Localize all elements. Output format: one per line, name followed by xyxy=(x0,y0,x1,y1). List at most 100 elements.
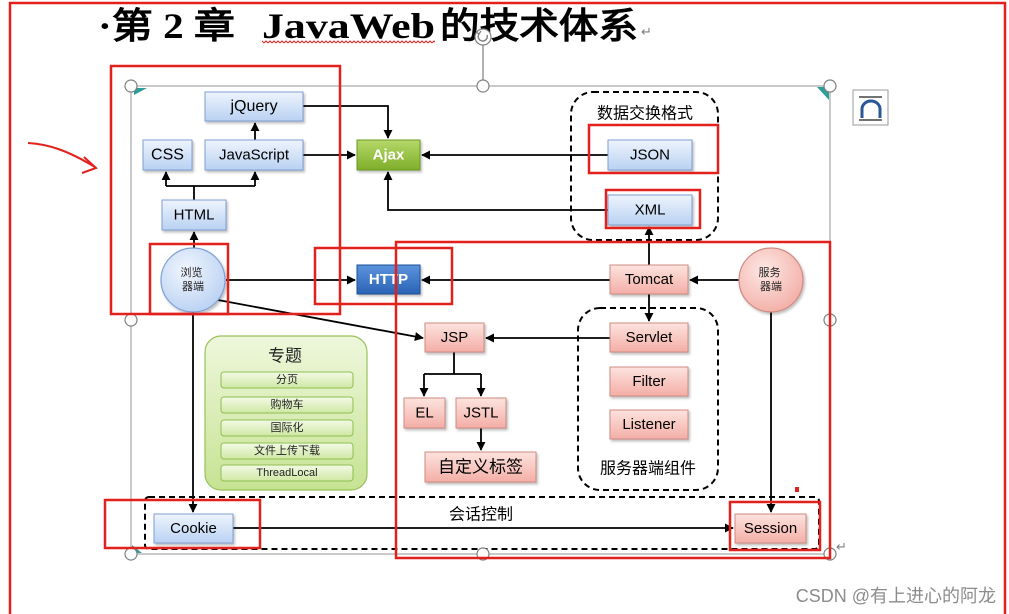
custom-tag-node: 自定义标签 xyxy=(424,451,537,483)
annotation-arrow-head xyxy=(81,156,98,174)
heading-javaweb: JavaWeb xyxy=(262,6,435,46)
session-label: Session xyxy=(744,520,797,537)
resize-handle-top-right[interactable] xyxy=(823,79,837,93)
javascript-box xyxy=(204,139,304,171)
edge-xml-to-ajax xyxy=(383,171,608,211)
jsp-node: JSP xyxy=(424,322,485,353)
custom-tag-box xyxy=(424,451,537,483)
resize-handle-bottom-left[interactable] xyxy=(124,547,138,561)
heading-subject: 的技术体系 xyxy=(440,6,638,46)
red-annotations xyxy=(103,64,832,560)
cookie-label: Cookie xyxy=(170,520,217,537)
server-components-border xyxy=(577,307,719,491)
http-node: HTTP xyxy=(356,264,421,295)
paragraph-mark: ↵ xyxy=(836,540,847,555)
annotation-box-browser xyxy=(148,242,230,316)
resize-handle-top[interactable] xyxy=(476,79,490,93)
tomcat-label: Tomcat xyxy=(625,271,674,288)
topic-item-label: 国际化 xyxy=(271,420,304,434)
session-control-group: 会话控制 xyxy=(144,496,820,550)
filter-label: Filter xyxy=(632,373,665,390)
server-components-label: 服务器端组件 xyxy=(600,460,696,478)
browser-node: 浏览 器端 xyxy=(160,247,226,313)
el-box xyxy=(403,397,446,429)
topic-item: 购物车 xyxy=(220,396,354,414)
annotation-box-cookie xyxy=(103,498,262,550)
browser-label-line2: 器端 xyxy=(182,280,204,293)
session-box xyxy=(734,513,807,544)
topics-panel: 专题 分页 购物车 国际化 文件上传下载 ThreadLocal xyxy=(204,335,368,491)
annotation-mark xyxy=(795,487,799,492)
json-node: JSON xyxy=(607,139,693,171)
el-node: EL xyxy=(403,397,446,429)
session-node: Session xyxy=(734,513,807,544)
resize-handle-top-left[interactable] xyxy=(124,79,138,93)
topic-item-box xyxy=(220,419,354,437)
jquery-node: jQuery xyxy=(204,91,304,122)
data-exchange-group: 数据交换格式 xyxy=(570,91,719,241)
browser-circle xyxy=(160,247,226,313)
browser-label-line1: 浏览 xyxy=(180,265,202,279)
jstl-box xyxy=(455,397,507,429)
html-label: HTML xyxy=(174,207,215,224)
rotate-handle[interactable] xyxy=(474,28,492,80)
jsp-box xyxy=(424,322,485,353)
jstl-node: JSTL xyxy=(455,397,507,429)
frame-corner-top-left xyxy=(134,88,147,95)
resize-handle-left[interactable] xyxy=(124,313,138,327)
listener-label: Listener xyxy=(622,416,675,433)
servlet-label: Servlet xyxy=(626,329,674,346)
json-box xyxy=(607,139,693,171)
server-label-line2: 器端 xyxy=(760,280,782,293)
session-control-label: 会话控制 xyxy=(449,506,513,524)
json-label: JSON xyxy=(630,147,670,164)
topic-item-box xyxy=(220,396,354,414)
topic-item: 分页 xyxy=(220,371,354,389)
javascript-node: JavaScript xyxy=(204,139,304,171)
tomcat-box xyxy=(609,264,689,295)
http-label: HTTP xyxy=(369,271,408,288)
css-box xyxy=(142,139,193,171)
ajax-box xyxy=(356,139,421,171)
topic-item: 文件上传下载 xyxy=(220,442,354,460)
tomcat-node: Tomcat xyxy=(609,264,689,295)
annotation-box-session xyxy=(728,500,822,552)
data-exchange-border xyxy=(570,91,719,241)
layout-options-icon-arch xyxy=(860,99,882,118)
annotation-arrow-shaft xyxy=(27,142,96,168)
server-label-line1: 服务 xyxy=(758,266,780,279)
data-exchange-label: 数据交换格式 xyxy=(597,105,693,123)
cookie-node: Cookie xyxy=(153,513,234,544)
chapter-heading: ·第 2 章 JavaWeb 的技术体系 ↵ xyxy=(98,5,652,46)
annotation-box-json xyxy=(587,123,720,175)
server-node: 服务 器端 xyxy=(738,247,804,313)
browser-label: 浏览 器端 xyxy=(180,265,205,293)
cookie-box xyxy=(153,513,234,544)
edge-browser-to-jsp xyxy=(217,299,424,341)
jstl-label: JSTL xyxy=(463,405,498,422)
topic-item-label: 购物车 xyxy=(271,397,304,411)
topic-item-box xyxy=(220,371,354,389)
rotate-handle-knob[interactable] xyxy=(474,28,492,46)
jquery-box xyxy=(204,91,304,122)
spellcheck-underline xyxy=(262,40,435,44)
topic-item-label: ThreadLocal xyxy=(256,467,317,479)
heading-chapter-number: ·第 2 章 xyxy=(98,5,235,46)
topic-item-label: 分页 xyxy=(276,373,298,386)
xml-label: XML xyxy=(635,202,666,219)
css-label: CSS xyxy=(151,147,184,164)
annotation-box-xml xyxy=(604,188,702,230)
listener-node: Listener xyxy=(609,409,689,440)
html-node: HTML xyxy=(161,199,227,231)
layout-options-icon[interactable] xyxy=(852,89,889,126)
ajax-node: Ajax xyxy=(356,139,421,171)
topic-item: ThreadLocal xyxy=(220,464,354,482)
annotation-page-border xyxy=(8,1,1007,614)
filter-node: Filter xyxy=(609,366,689,397)
rotate-icon xyxy=(477,33,488,42)
http-box xyxy=(356,264,421,295)
servlet-node: Servlet xyxy=(609,322,689,353)
listener-box xyxy=(609,409,689,440)
layout-options-button[interactable] xyxy=(852,89,889,126)
